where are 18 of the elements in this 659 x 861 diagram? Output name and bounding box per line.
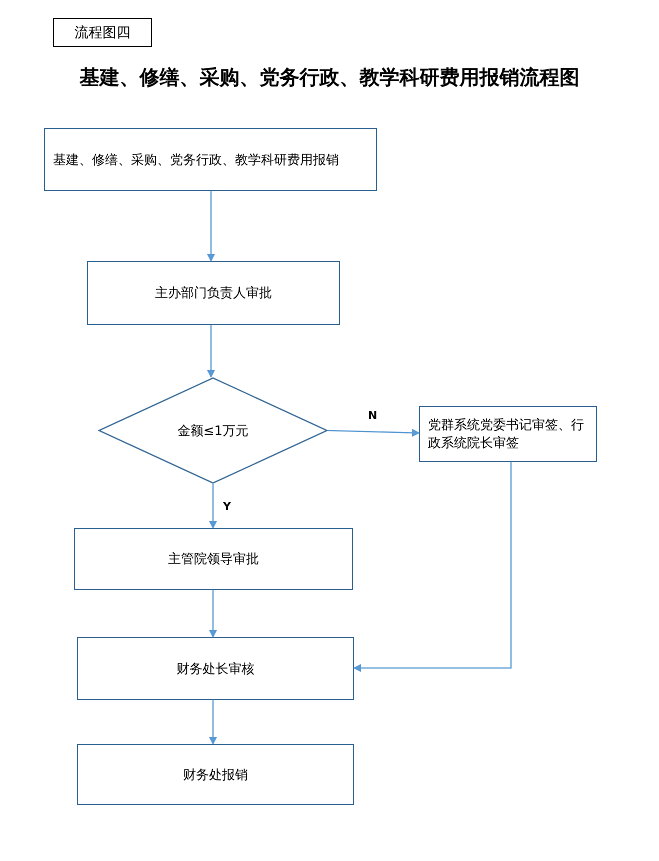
title: 基建、修缮、采购、党务行政、教学科研费用报销流程图 — [78, 64, 580, 91]
arrow — [353, 462, 512, 672]
arrow — [209, 700, 217, 745]
label-box: 流程图四 — [53, 18, 152, 47]
process-box: 财务处长审核 — [77, 637, 354, 700]
arrow — [209, 484, 217, 529]
process-box: 主管院领导审批 — [74, 528, 353, 590]
arrow — [209, 590, 217, 638]
condition-text: 金额≤1万元 — [177, 422, 249, 440]
arrow — [207, 325, 215, 378]
edge-label: N — [366, 409, 380, 422]
process-box: 基建、修缮、采购、党务行政、教学科研费用报销 — [44, 128, 377, 191]
arrow — [207, 191, 215, 262]
edge-label: Y — [221, 500, 233, 513]
process-box: 党群系统党委书记审签、行政系统院长审签 — [419, 406, 597, 462]
arrow — [328, 428, 420, 437]
process-box: 财务处报销 — [77, 744, 354, 805]
process-box: 主办部门负责人审批 — [87, 261, 340, 325]
